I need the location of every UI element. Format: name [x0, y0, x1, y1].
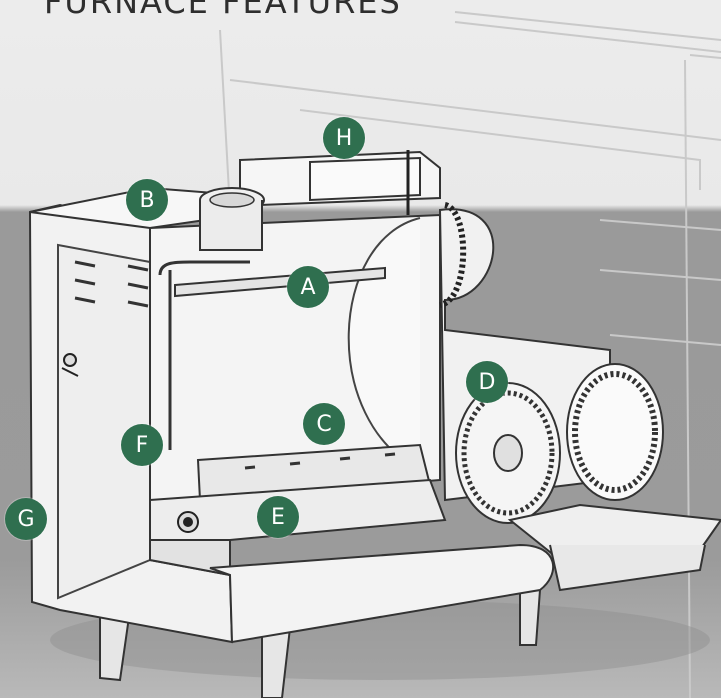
vents	[74, 260, 149, 308]
callout-e: E	[257, 496, 299, 538]
callout-f: F	[121, 424, 163, 466]
callout-d: D	[466, 361, 508, 403]
door-latch	[61, 353, 79, 377]
callout-b: B	[126, 179, 168, 221]
diagram-title: FURNACE FEATURES	[44, 0, 402, 21]
callout-g: G	[5, 498, 47, 540]
side-door	[57, 243, 151, 600]
base-tray	[209, 543, 555, 644]
blower-wheel	[455, 382, 561, 524]
callout-h: H	[323, 117, 365, 159]
igniter	[177, 511, 199, 533]
blower-intake	[566, 363, 664, 501]
callout-a: A	[287, 266, 329, 308]
legs	[99, 589, 542, 698]
callout-c: C	[303, 403, 345, 445]
background-cabinet	[219, 11, 721, 698]
heat-exchanger	[347, 217, 421, 471]
